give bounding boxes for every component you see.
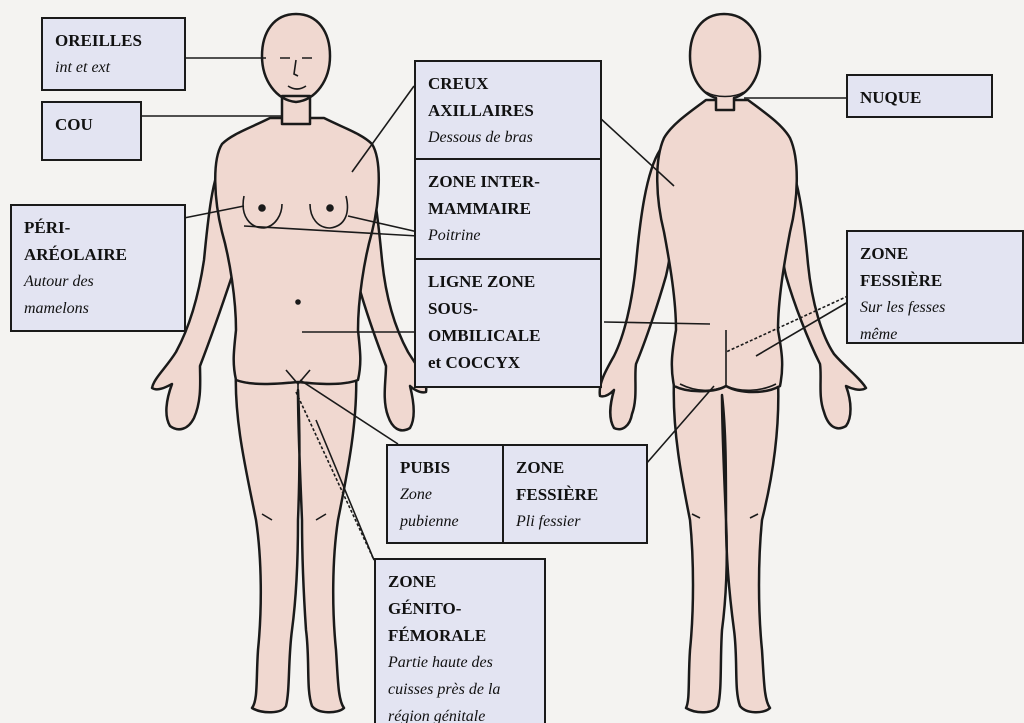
label-pubis-sub: Zone pubienne <box>400 481 492 535</box>
label-creux-axillaires-sub: Dessous de bras <box>428 124 590 151</box>
back-legs <box>674 380 779 712</box>
back-head <box>690 14 760 110</box>
label-cou-title: COU <box>55 111 130 138</box>
back-torso <box>657 100 797 392</box>
front-torso <box>215 118 379 384</box>
label-creux-axillaires-title: CREUX AXILLAIRES <box>428 70 590 124</box>
label-oreilles: OREILLES int et ext <box>41 17 186 91</box>
label-cou: COU <box>41 101 142 161</box>
label-zone-fessiere-pli: ZONE FESSIÈRE Pli fessier <box>502 444 648 544</box>
label-pubis: PUBIS Zone pubienne <box>386 444 504 544</box>
label-creux-axillaires: CREUX AXILLAIRES Dessous de bras <box>414 60 602 160</box>
label-zone-fessiere-fesses-title: ZONE FESSIÈRE <box>860 240 1012 294</box>
label-zone-inter-mammaire: ZONE INTER- MAMMAIRE Poitrine <box>414 158 602 260</box>
front-legs <box>236 370 356 712</box>
label-zone-genito-femorale: ZONE GÉNITO- FÉMORALE Partie haute des c… <box>374 558 546 723</box>
label-oreilles-title: OREILLES <box>55 27 174 54</box>
label-zone-fessiere-pli-title: ZONE FESSIÈRE <box>516 454 636 508</box>
label-peri-areolaire-sub: Autour des mamelons <box>24 268 174 322</box>
label-zone-fessiere-pli-sub: Pli fessier <box>516 508 636 535</box>
label-zone-fessiere-fesses: ZONE FESSIÈRE Sur les fesses même <box>846 230 1024 344</box>
label-ligne-zone: LIGNE ZONE SOUS- OMBILICALE et COCCYX <box>414 258 602 388</box>
label-peri-areolaire: PÉRI- ARÉOLAIRE Autour des mamelons <box>10 204 186 332</box>
label-zone-genito-femorale-sub: Partie haute des cuisses près de la régi… <box>388 649 534 723</box>
label-nuque: NUQUE <box>846 74 993 118</box>
label-oreilles-sub: int et ext <box>55 54 174 81</box>
label-ligne-zone-title: LIGNE ZONE SOUS- OMBILICALE et COCCYX <box>428 268 590 376</box>
label-zone-fessiere-fesses-sub: Sur les fesses même <box>860 294 1012 344</box>
label-nuque-title: NUQUE <box>860 84 981 111</box>
front-head <box>262 14 330 124</box>
label-peri-areolaire-title: PÉRI- ARÉOLAIRE <box>24 214 174 268</box>
label-zone-inter-mammaire-title: ZONE INTER- MAMMAIRE <box>428 168 590 222</box>
label-zone-inter-mammaire-sub: Poitrine <box>428 222 590 249</box>
label-pubis-title: PUBIS <box>400 454 492 481</box>
back-figure <box>600 14 866 712</box>
label-zone-genito-femorale-title: ZONE GÉNITO- FÉMORALE <box>388 568 534 649</box>
